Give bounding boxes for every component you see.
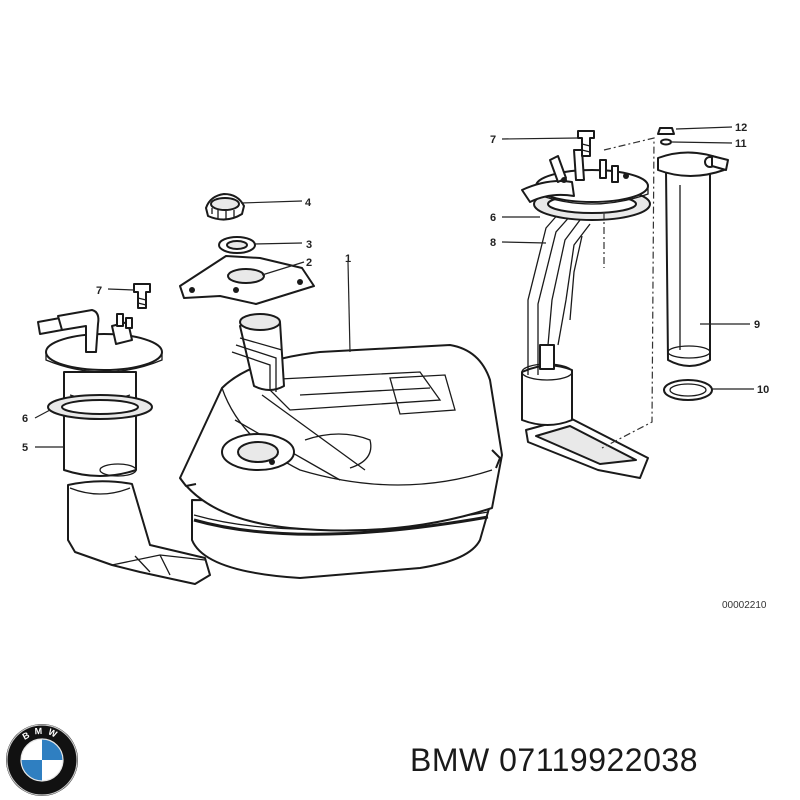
fuel-tank [179, 313, 503, 579]
callout-11: 11 [735, 138, 747, 150]
svg-text:BMW: BMW [21, 726, 64, 742]
logo-letter-m: M [35, 726, 48, 736]
callout-8: 8 [490, 237, 496, 249]
callout-6: 6 [490, 212, 496, 224]
callout-9: 9 [754, 319, 760, 331]
assembly-dash-line [601, 137, 655, 449]
callout-7-left: 7 [96, 285, 102, 297]
caption-brand: BMW [410, 742, 490, 778]
callout-2: 2 [306, 257, 312, 269]
callout-5: 5 [22, 442, 28, 454]
right-pump-assembly [521, 130, 651, 479]
bmw-logo: BMW [6, 724, 78, 796]
logo-letter-b: B [21, 727, 36, 741]
left-sender-assembly [37, 283, 211, 585]
leader-lines [34, 126, 754, 448]
callout-10: 10 [757, 384, 769, 396]
callout-3: 3 [306, 239, 312, 251]
diagram-reference-number: 00002210 [722, 600, 767, 611]
callout-6-left: 6 [22, 413, 28, 425]
caption-part-number: 07119922038 [499, 742, 698, 778]
callout-labels: 1 2 3 4 7 6 5 7 6 8 9 10 12 11 [22, 122, 769, 454]
logo-letter-w: W [47, 727, 64, 742]
callout-4: 4 [305, 197, 312, 209]
part-caption: BMW 07119922038 [410, 742, 698, 779]
callout-12: 12 [735, 122, 747, 134]
callout-1: 1 [345, 253, 351, 265]
right-sender-tube [657, 127, 729, 401]
callout-7: 7 [490, 134, 496, 146]
filler-cap-parts [179, 193, 315, 305]
